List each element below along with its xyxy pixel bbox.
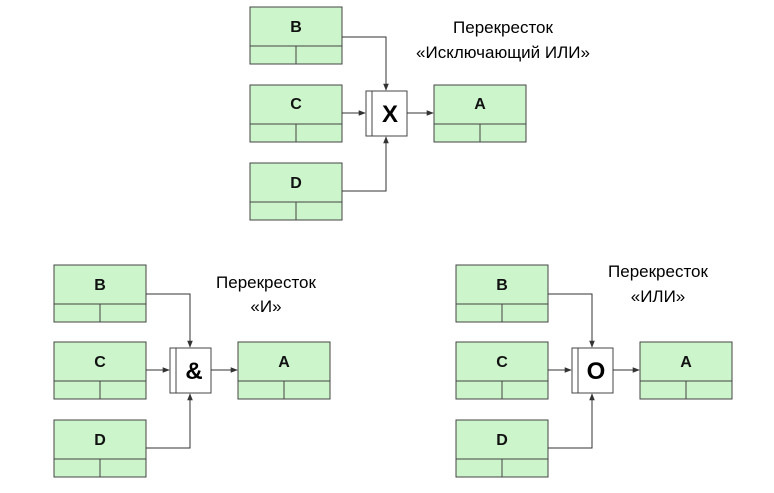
diagram-xor: B C D X A [249,6,590,221]
diagram-and: B C D & A Перекресток «И» [53,264,331,478]
box-c-label: C [290,96,302,113]
box-d[interactable]: D [53,419,147,478]
caption-line2: «ИЛИ» [631,287,686,306]
junction-xor[interactable]: X [365,90,408,137]
junction-and-symbol: & [185,358,202,385]
box-a-label: A [278,354,290,371]
box-b[interactable]: B [455,264,549,323]
box-d-label: D [496,432,508,449]
arrow-b-to-junction [146,293,193,348]
box-b-label: B [290,19,302,36]
caption-line1: Перекресток [216,273,316,292]
box-a-label: A [474,96,486,113]
junction-or-symbol: O [587,358,606,385]
box-c[interactable]: C [249,84,343,143]
junction-or[interactable]: O [571,347,614,394]
box-d-label: D [94,432,106,449]
arrow-b-to-junction [342,36,389,91]
box-c[interactable]: C [53,341,147,400]
box-c[interactable]: C [455,341,549,400]
box-b[interactable]: B [249,6,343,65]
caption-line1: Перекресток [608,262,708,281]
junction-and[interactable]: & [169,347,212,394]
box-a[interactable]: A [639,341,733,400]
box-a[interactable]: A [237,341,331,400]
caption-line2: «Исключающий ИЛИ» [416,43,590,62]
junction-xor-symbol: X [382,101,398,128]
box-b[interactable]: B [53,264,147,323]
box-c-label: C [94,354,106,371]
caption-line2: «И» [250,297,281,316]
caption-line1: Перекресток [453,18,553,37]
box-c-label: C [496,354,508,371]
diagram-or: B C D O A Перекресток «ИЛИ [455,262,733,478]
box-b-label: B [496,277,508,294]
box-a-label: A [680,354,692,371]
arrow-d-to-junction [342,136,389,192]
arrow-d-to-junction [146,393,193,449]
box-d[interactable]: D [455,419,549,478]
box-b-label: B [94,277,106,294]
box-d[interactable]: D [249,162,343,221]
arrow-d-to-junction [548,393,595,449]
arrow-b-to-junction [548,293,595,348]
box-d-label: D [290,175,302,192]
box-a[interactable]: A [433,84,527,143]
